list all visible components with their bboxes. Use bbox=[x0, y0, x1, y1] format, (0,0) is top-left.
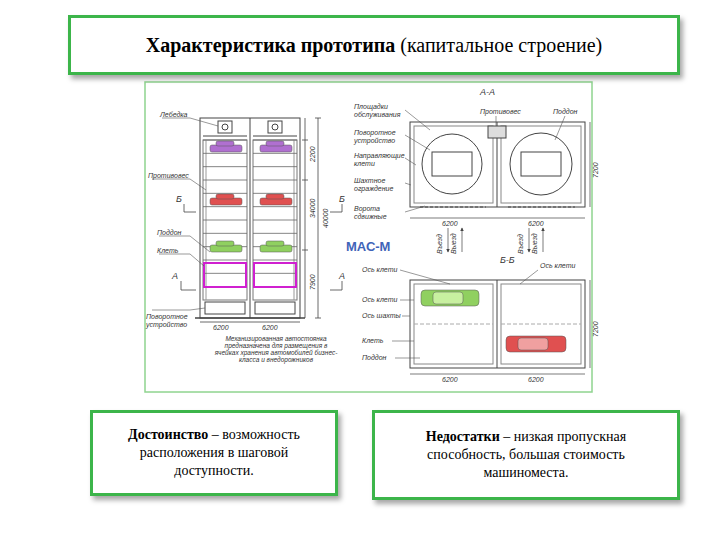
part-label: Поддон bbox=[553, 108, 577, 116]
level-line bbox=[253, 140, 297, 141]
section-mark: А bbox=[339, 272, 345, 282]
car-symbols bbox=[421, 290, 566, 352]
box-body: (капитальное строение) bbox=[400, 34, 602, 56]
level-line bbox=[203, 153, 247, 154]
level-line bbox=[203, 233, 247, 234]
car-symbols bbox=[210, 141, 292, 252]
dimension: 7900 bbox=[309, 274, 317, 290]
title-box: Характеристика прототипа(капитальное стр… bbox=[68, 15, 680, 75]
part-label: Ось клети bbox=[540, 262, 575, 270]
plan-a bbox=[410, 122, 590, 252]
box-heading: Недостатки bbox=[426, 429, 500, 444]
part-label: 6200 bbox=[442, 220, 458, 228]
part-label: Направляющие клети bbox=[354, 152, 406, 167]
dimension: Выезд bbox=[531, 233, 539, 254]
part-label: Ворота сдвижные bbox=[354, 205, 406, 220]
part-label: Противовес bbox=[480, 108, 521, 116]
level-line bbox=[253, 193, 297, 194]
elevation-view bbox=[195, 118, 305, 318]
leader-lines bbox=[405, 110, 565, 212]
level-line bbox=[203, 273, 247, 274]
box-text: Недостатки– низкая пропускная способност… bbox=[387, 428, 665, 483]
plan-b bbox=[410, 280, 590, 374]
dimension: 2200 bbox=[309, 146, 317, 162]
level-line bbox=[253, 260, 297, 261]
level-line bbox=[203, 260, 247, 261]
section-lines bbox=[181, 118, 342, 322]
dimension: Выезд bbox=[450, 233, 458, 254]
section-mark: Б-Б bbox=[500, 256, 515, 266]
part-label: Поворотное устройство bbox=[146, 313, 196, 328]
part-label: 6200 bbox=[528, 376, 544, 384]
level-line bbox=[203, 193, 247, 194]
level-line bbox=[253, 206, 297, 207]
level-line bbox=[203, 166, 247, 167]
section-mark: А bbox=[172, 272, 178, 282]
drawback-box: Недостатки– низкая пропускная способност… bbox=[372, 410, 680, 500]
level-line bbox=[253, 220, 297, 221]
part-label: Поворотное устройство bbox=[354, 129, 406, 144]
leader-lines bbox=[392, 270, 538, 358]
part-label: 6200 bbox=[213, 324, 229, 332]
level-line bbox=[253, 166, 297, 167]
dimension: 40000 bbox=[322, 209, 330, 228]
dimension: 7200 bbox=[592, 321, 600, 337]
dimension: Въезд bbox=[436, 234, 444, 254]
part-label: Шахтное ограждение bbox=[354, 177, 406, 192]
part-label: Ось клети bbox=[362, 296, 397, 304]
section-mark: Б bbox=[339, 195, 345, 205]
dimension: 7200 bbox=[592, 162, 600, 178]
part-label: Клеть bbox=[362, 337, 383, 345]
box-text: Характеристика прототипа(капитальное стр… bbox=[146, 33, 602, 57]
part-label: 6200 bbox=[442, 376, 458, 384]
picture-frame bbox=[145, 82, 592, 392]
level-line bbox=[203, 220, 247, 221]
level-line bbox=[253, 273, 297, 274]
part-label: Площадки обслуживания bbox=[354, 103, 406, 118]
advantage-box: Достоинство– возможность расположения в … bbox=[90, 410, 338, 496]
drawing-note: Механизированная автостоянка предназначе… bbox=[212, 335, 340, 364]
level-line bbox=[203, 180, 247, 181]
leader-lines bbox=[152, 118, 218, 310]
box-text: Достоинство– возможность расположения в … bbox=[105, 426, 323, 481]
model-name: МАС-М bbox=[346, 240, 390, 254]
part-label: 6200 bbox=[262, 324, 278, 332]
part-label: Поддон bbox=[157, 229, 181, 237]
part-label: Поддон bbox=[362, 354, 386, 362]
box-heading: Характеристика прототипа bbox=[146, 34, 395, 56]
level-line bbox=[253, 180, 297, 181]
part-label: Клеть bbox=[157, 247, 178, 255]
level-line bbox=[203, 140, 247, 141]
part-label: Лебедка bbox=[160, 111, 188, 119]
part-label: Ось клети bbox=[362, 266, 397, 274]
cage-highlight bbox=[204, 263, 296, 287]
level-line bbox=[203, 206, 247, 207]
part-label: Противовес bbox=[148, 172, 189, 180]
box-heading: Достоинство bbox=[128, 427, 208, 442]
dimension: 34000 bbox=[309, 199, 317, 218]
part-label: 6200 bbox=[528, 220, 544, 228]
level-line bbox=[253, 233, 297, 234]
level-line bbox=[253, 153, 297, 154]
section-mark: А-А bbox=[480, 88, 495, 98]
dimension: Въезд bbox=[517, 234, 525, 254]
section-mark: Б bbox=[176, 195, 182, 205]
part-label: Ось шахты bbox=[362, 312, 401, 320]
